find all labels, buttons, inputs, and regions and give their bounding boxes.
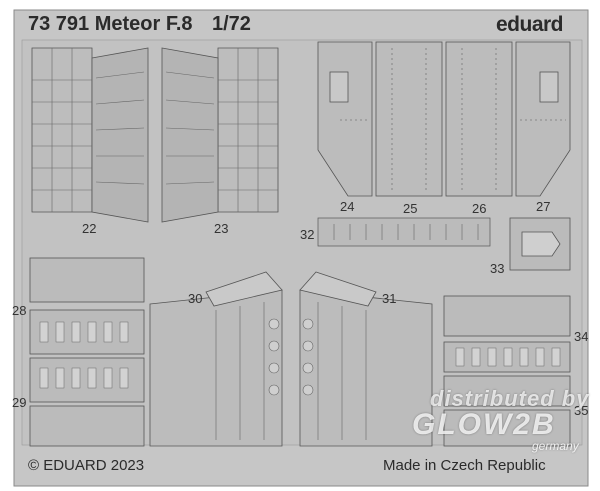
part-number-29: 29: [12, 395, 27, 410]
part-number-26: 26: [472, 201, 487, 216]
part-28-29-strips: [29, 257, 145, 447]
part-number-34: 34: [574, 329, 589, 344]
origin-text: Made in Czech Republic: [383, 457, 546, 474]
part-number-24: 24: [340, 199, 355, 214]
copyright-text: © EDUARD 2023: [28, 457, 145, 474]
part-34-35-strips: [443, 295, 571, 447]
part-number-28: 28: [12, 303, 27, 318]
part-number-32: 32: [300, 227, 315, 242]
part-number-27: 27: [536, 199, 551, 214]
brand-logo: eduard: [496, 13, 564, 36]
watermark-line3: germany: [532, 439, 579, 453]
part-24-27-panels: [317, 41, 571, 197]
part-number-31: 31: [382, 291, 397, 306]
part-30-31-panels: [149, 271, 433, 447]
part-number-22: 22: [82, 221, 97, 236]
part-number-33: 33: [490, 261, 505, 276]
part-number-23: 23: [214, 221, 229, 236]
part-33-bracket: [509, 217, 571, 271]
fret-scale: 1/72: [212, 13, 251, 35]
part-number-30: 30: [188, 291, 203, 306]
part-number-35: 35: [574, 403, 589, 418]
part-22-panel: [31, 47, 149, 223]
fret-title: 73 791 Meteor F.8: [28, 13, 193, 35]
watermark-line1: distributed by: [430, 386, 590, 411]
part-32-strip: [317, 217, 491, 247]
part-number-25: 25: [403, 201, 418, 216]
watermark-logo: GLOW2B: [412, 408, 556, 441]
part-23-panel: [161, 47, 279, 223]
